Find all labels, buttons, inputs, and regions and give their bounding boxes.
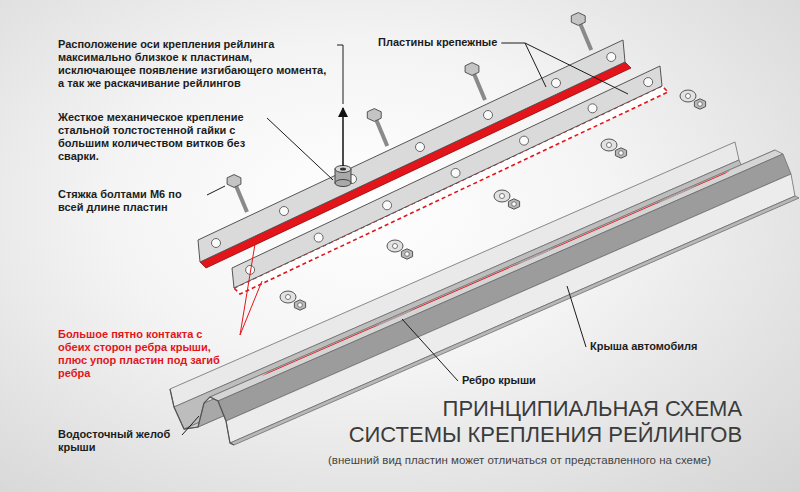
nut bbox=[694, 99, 705, 109]
leader-line bbox=[240, 281, 262, 335]
leader-line bbox=[525, 43, 628, 94]
plate-hole bbox=[484, 111, 493, 120]
washer bbox=[494, 190, 510, 202]
callout-label: Расположение оси крепления рейлинга макс… bbox=[58, 38, 333, 90]
nut-hole bbox=[698, 102, 703, 107]
leader-line bbox=[182, 416, 199, 435]
callout-label: Пластины крепежные bbox=[378, 36, 497, 49]
washer bbox=[387, 240, 403, 252]
bolt-m6 bbox=[465, 63, 485, 100]
plate-hole bbox=[383, 201, 392, 210]
washer bbox=[601, 139, 617, 151]
washer-hole bbox=[500, 194, 505, 199]
bolt-head bbox=[227, 175, 241, 188]
bolt-head bbox=[367, 109, 381, 122]
washer-hole bbox=[686, 94, 691, 99]
washer-hole bbox=[607, 143, 612, 148]
leader-line bbox=[402, 319, 458, 381]
nut-top bbox=[335, 166, 351, 173]
plate-hole bbox=[607, 53, 616, 62]
washer bbox=[280, 291, 296, 303]
plate-hole bbox=[416, 143, 425, 152]
plate-hole bbox=[588, 104, 597, 113]
plate-flange bbox=[200, 62, 631, 268]
plate-hole bbox=[451, 168, 460, 177]
leader-line bbox=[240, 244, 255, 335]
roof-section bbox=[170, 389, 234, 445]
rib-step bbox=[375, 309, 415, 327]
plate-hole bbox=[520, 136, 529, 145]
callout-label: Стяжка болтами М6 по всей длине пластин bbox=[58, 188, 203, 214]
rib-step bbox=[516, 247, 556, 265]
callout-label: Крыша автомобиля bbox=[590, 340, 697, 353]
leader-line bbox=[267, 118, 333, 180]
nut-washer bbox=[601, 139, 627, 158]
nut-washer bbox=[680, 90, 706, 109]
washer-hole bbox=[286, 295, 291, 300]
plate-face bbox=[232, 66, 662, 288]
callout-label: Ребро крыши bbox=[462, 374, 536, 387]
leader-line bbox=[567, 286, 586, 347]
plate-hole bbox=[280, 207, 289, 216]
callout-label: Большое пятно контакта с обеих сторон ре… bbox=[58, 328, 236, 380]
nut-washer bbox=[387, 240, 413, 259]
rail-nut bbox=[335, 166, 351, 187]
nut bbox=[615, 148, 626, 158]
title: ПРИНЦИПИАЛЬНАЯ СХЕМА СИСТЕМЫ КРЕПЛЕНИЯ Р… bbox=[334, 396, 742, 448]
rib-step bbox=[657, 185, 697, 203]
nut-washer bbox=[494, 190, 520, 209]
nut-hole bbox=[512, 202, 517, 207]
bolt-head bbox=[571, 13, 585, 26]
nut-base bbox=[335, 180, 351, 187]
plate-hole bbox=[212, 239, 221, 248]
plate-hole bbox=[552, 79, 561, 88]
nut-hole bbox=[298, 303, 303, 308]
bolt-head bbox=[465, 63, 479, 76]
bolt-m6 bbox=[227, 175, 247, 212]
nut-hole bbox=[405, 252, 410, 257]
nut-hole bbox=[619, 151, 624, 156]
leader-line bbox=[207, 186, 225, 195]
washer-hole bbox=[393, 244, 398, 249]
caption: (внешний вид пластин может отличаться от… bbox=[328, 453, 711, 467]
nut bbox=[401, 249, 412, 259]
callout-label: Водосточный желоб крыши bbox=[58, 428, 178, 454]
nut bbox=[294, 300, 305, 310]
plate-hole bbox=[314, 233, 323, 242]
nut-thread bbox=[340, 168, 346, 171]
axis-arrow bbox=[342, 108, 344, 166]
bolt-m6 bbox=[367, 109, 387, 146]
callout-label: Жесткое механическое крепление стальной … bbox=[58, 111, 263, 163]
bolt-m6 bbox=[571, 13, 591, 50]
nut bbox=[508, 199, 519, 209]
mounting-plate bbox=[232, 66, 668, 294]
plate-flange bbox=[234, 86, 668, 294]
leader-line bbox=[337, 45, 343, 104]
roof-band bbox=[210, 150, 783, 401]
nut-washer bbox=[280, 291, 306, 310]
plate-hole bbox=[644, 78, 653, 87]
washer bbox=[680, 90, 696, 102]
